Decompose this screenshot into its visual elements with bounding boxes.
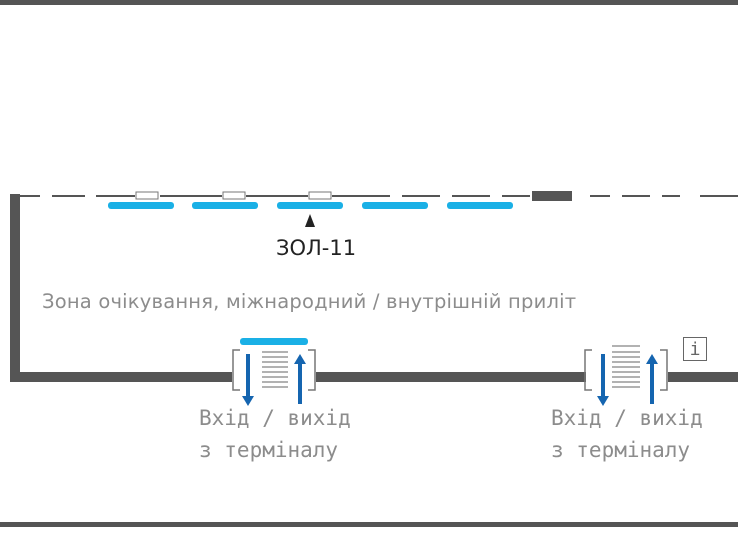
window-markers	[135, 191, 332, 200]
gate-label: ЗОЛ-11	[276, 236, 357, 260]
zone-label: Зона очікування, міжнародний / внутрішні…	[42, 290, 577, 313]
entrance-1	[232, 338, 316, 406]
info-icon[interactable]: i	[683, 337, 707, 361]
bench-1	[108, 202, 174, 209]
gate-pointer-icon	[305, 214, 315, 227]
bottom-frame-line	[0, 522, 738, 527]
entrance-1-label-line2: з терміналу	[199, 438, 339, 462]
top-frame-line	[0, 0, 738, 5]
bench-2	[192, 202, 258, 209]
bench-5	[447, 202, 513, 209]
dark-door-block	[532, 191, 572, 201]
entrance-2-label-line2: з терміналу	[551, 438, 691, 462]
bench-3	[277, 202, 343, 209]
benches	[108, 202, 513, 209]
bench-4	[362, 202, 428, 209]
left-wall	[10, 194, 20, 382]
entrance-2-label-line1: Вхід / вихід	[551, 406, 703, 430]
bottom-wall	[10, 372, 738, 382]
entrance-1-label-line1: Вхід / вихід	[199, 406, 351, 430]
entrance-2	[584, 345, 668, 406]
